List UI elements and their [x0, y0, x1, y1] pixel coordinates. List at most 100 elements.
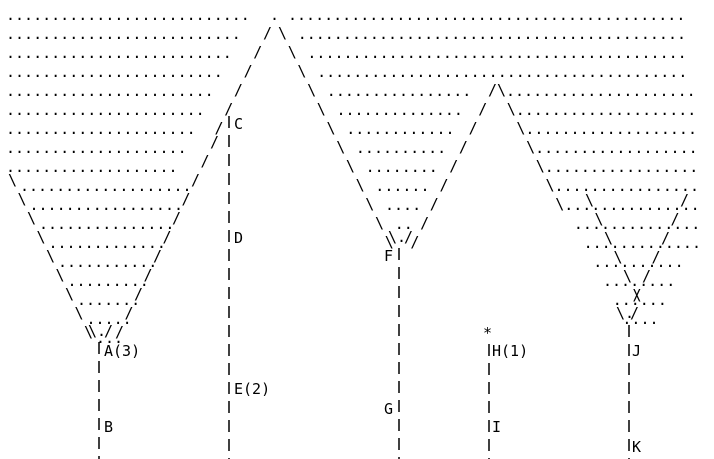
edge-backslash: \: [365, 195, 374, 213]
vertical-stems: [98, 116, 630, 459]
dotted-row: .................: [30, 196, 184, 214]
dotted-row: ........: [603, 272, 675, 290]
edge-backslash: \: [84, 323, 93, 341]
label-K: K: [632, 438, 641, 456]
edge-slash: /: [215, 119, 224, 137]
edge-slash: /: [244, 62, 253, 80]
dotted-row: ..................: [535, 139, 698, 157]
edge-slash: /: [680, 191, 689, 209]
edge-slash: /: [253, 43, 262, 61]
label-H: H(1): [492, 342, 528, 360]
edge-slash: /: [191, 171, 200, 189]
edge-slash: /: [263, 24, 272, 42]
edge-slash: /: [642, 267, 651, 285]
edge-slash: /: [449, 157, 458, 175]
star-marker: *: [483, 324, 492, 342]
edge-slash: /: [125, 304, 134, 322]
edge-backslash: \: [385, 233, 394, 251]
dotted-row: .............: [584, 234, 701, 252]
dotted-row: ..............: [337, 101, 463, 119]
dotted-row: .........................: [6, 44, 232, 62]
label-G: G: [384, 400, 393, 418]
dotted-row: ........: [366, 158, 438, 176]
edge-slash: /: [404, 228, 413, 246]
dotted-row: .....................: [506, 82, 696, 100]
edge-backslash: \: [65, 285, 74, 303]
edge-backslash: \: [356, 176, 365, 194]
edge-backslash: \: [507, 100, 516, 118]
label-I: I: [492, 418, 501, 436]
edge-slash: /: [104, 322, 113, 340]
edge-backslash: \: [346, 157, 355, 175]
dotted-row: ..........: [593, 253, 683, 271]
dotted-row: .................: [545, 158, 699, 176]
dotted-row: ...............: [564, 196, 699, 214]
dotted-row: ...........: [58, 253, 157, 271]
edge-backslash: \: [317, 100, 326, 118]
dotted-row: ................: [327, 82, 472, 100]
edge-backslash: \: [75, 304, 84, 322]
dotted-row: ........................................…: [288, 6, 685, 24]
dotted-row: ....................: [6, 139, 187, 157]
dotted-row: .............: [49, 234, 166, 252]
edge-backslash: \: [18, 190, 27, 208]
label-C: C: [234, 115, 243, 133]
dotted-row: ..........................: [6, 25, 241, 43]
edge-slash: /: [459, 138, 468, 156]
edge-backslash: \.: [616, 304, 634, 322]
dotted-row: ...................: [20, 177, 192, 195]
edge-slash: /: [430, 195, 439, 213]
edge-backslash: \: [327, 119, 336, 137]
label-B: B: [104, 418, 113, 436]
edge-backslash: \: [8, 171, 17, 189]
dotted-row: ...: [96, 329, 123, 347]
dotted-row: .....................: [6, 120, 196, 138]
edge-slash: /: [224, 100, 233, 118]
edge-backslash: \.: [388, 228, 406, 246]
edge-backslash: \: [27, 209, 36, 227]
dotted-row: ..: [395, 215, 413, 233]
dotted-row: ......: [375, 177, 429, 195]
dotted-row: ................: [555, 177, 700, 195]
dotted-row: ......................: [6, 101, 205, 119]
edge-slash: /: [420, 214, 429, 232]
dotted-row: ....: [385, 196, 421, 214]
edge-backslash: \: [623, 267, 632, 285]
edge-backslash: \: [288, 43, 297, 61]
edge-slash: /: [630, 304, 639, 322]
edge-slash: /: [469, 119, 478, 137]
edge-backslash: \: [585, 191, 594, 209]
dotted-row: ..........: [356, 139, 446, 157]
node-labels: A(3) B C D E(2) F G H(1) I J K *: [104, 115, 641, 456]
edge-backslash: \: [526, 138, 535, 156]
dotted-row: .......: [77, 291, 140, 309]
edge-slash: /: [153, 247, 162, 265]
edge-backslash: \: [336, 138, 345, 156]
edge-slash: /: [633, 286, 642, 304]
dotted-row: ...........................: [6, 6, 250, 24]
tree-edges: .//////\\\\\\\\\\\\/////////\\\\\\\\\\\\…: [8, 6, 689, 341]
edge-slash: /: [134, 285, 143, 303]
edge-slash: /: [410, 233, 419, 251]
edge-backslash: \: [497, 81, 506, 99]
edge-backslash: \: [37, 228, 46, 246]
edge-slash: /: [210, 133, 219, 151]
peak-top: .: [270, 6, 279, 24]
edge-slash: /: [671, 210, 680, 228]
edge-slash: /: [478, 100, 487, 118]
dotted-row: .........: [68, 272, 149, 290]
edge-slash: /: [144, 266, 153, 284]
edge-slash: /: [234, 81, 243, 99]
edge-slash: /: [115, 323, 124, 341]
label-E: E(2): [234, 380, 270, 398]
dotted-row: ....: [622, 310, 658, 328]
edge-backslash: \: [307, 81, 316, 99]
edge-backslash: \.: [88, 322, 106, 340]
edge-slash: /: [652, 248, 661, 266]
dotted-row: ....................: [516, 101, 697, 119]
label-D: D: [234, 229, 243, 247]
dotted-row: ........................................…: [298, 25, 686, 43]
edge-backslash: \: [546, 176, 555, 194]
dotted-row: .......................: [6, 82, 214, 100]
